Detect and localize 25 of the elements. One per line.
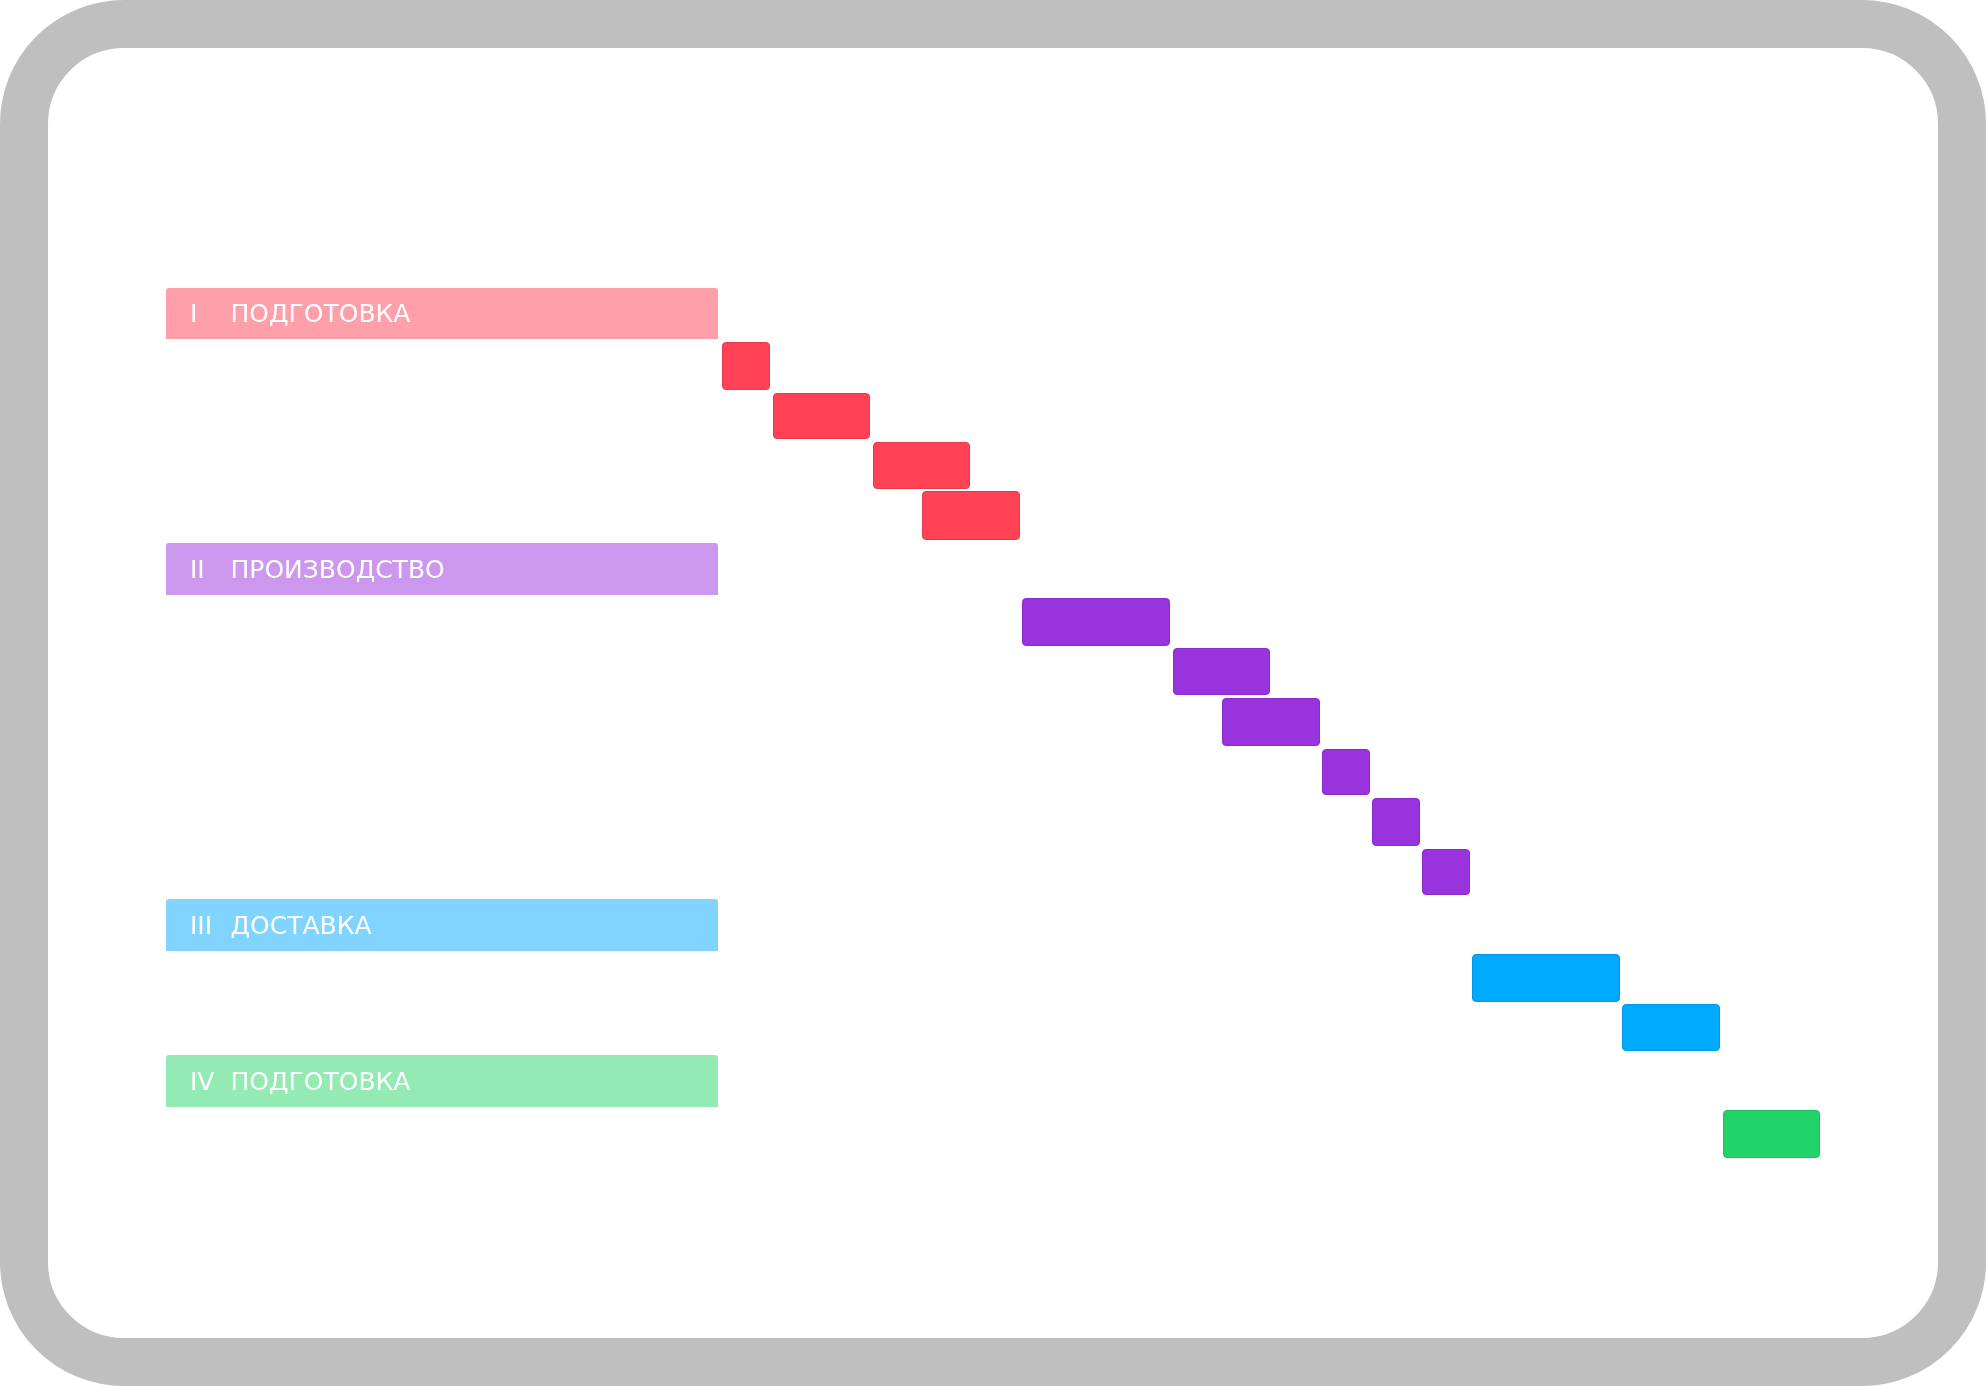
task-bar xyxy=(1222,697,1320,746)
task-bar xyxy=(772,392,871,440)
phase-title: ПОДГОТОВКА xyxy=(230,297,411,330)
phase-number: I xyxy=(190,297,198,330)
task-bar xyxy=(721,341,771,391)
task-bar xyxy=(1022,597,1171,646)
phase-title: ПОДГОТОВКА xyxy=(230,1065,411,1098)
task-bar xyxy=(1622,1004,1720,1052)
phase-header xyxy=(165,1055,719,1107)
task-bar xyxy=(1371,797,1420,847)
phase-header xyxy=(165,899,719,952)
task-bar xyxy=(872,442,971,489)
phase-title: ПРОИЗВОДСТВО xyxy=(230,553,445,586)
task-bar xyxy=(1172,648,1271,696)
task-bar xyxy=(1722,1109,1821,1158)
phase-number: III xyxy=(190,909,213,942)
task-bar xyxy=(1471,953,1620,1002)
phase-number: IV xyxy=(190,1065,215,1098)
phase-header xyxy=(165,543,719,596)
task-bar xyxy=(1322,748,1371,796)
phase-header xyxy=(165,287,719,340)
task-bar xyxy=(922,491,1020,540)
phase-number: II xyxy=(190,553,205,586)
phase-title: ДОСТАВКА xyxy=(230,909,372,942)
task-bar xyxy=(1422,848,1471,896)
